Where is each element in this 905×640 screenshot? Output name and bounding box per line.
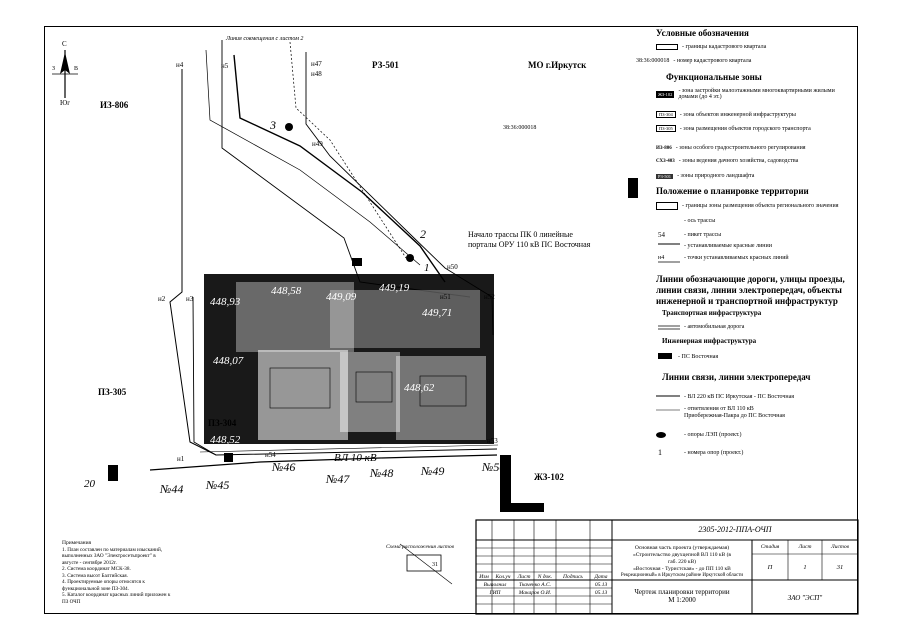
zone-zh3102: ЖЗ-102 bbox=[534, 472, 564, 482]
power-line-branch bbox=[205, 49, 421, 266]
height-label: 448,52 bbox=[210, 434, 241, 446]
organization: ЗАО "ЭСП" bbox=[787, 594, 823, 602]
sheet-scheme bbox=[399, 543, 453, 585]
node-label: н49 bbox=[312, 140, 323, 148]
legend: Условные обозначения - границы кадастров… bbox=[636, 28, 845, 457]
compass-icon bbox=[52, 50, 78, 98]
node-label: н48 bbox=[311, 70, 322, 78]
zone-iz806: ИЗ-806 bbox=[100, 100, 129, 110]
tower-number: 3 bbox=[270, 118, 276, 132]
power-line-branch-2 bbox=[289, 41, 407, 259]
notes: Примечания 1. План составлен по материал… bbox=[62, 540, 171, 605]
cadastral-number: 38:36:000018 bbox=[503, 125, 537, 131]
node-label: н4 bbox=[176, 61, 184, 69]
tower-number: 2 bbox=[420, 227, 426, 241]
red-line-boundary-4 bbox=[192, 296, 217, 456]
corner-number: 20 bbox=[84, 478, 95, 490]
tower-icon bbox=[285, 123, 293, 131]
compass-s: Юг bbox=[60, 99, 71, 107]
zone-rz501: РЗ-501 bbox=[372, 60, 399, 70]
tower-icon bbox=[656, 432, 666, 438]
node-label: н2 bbox=[158, 295, 166, 303]
plan-title: Положение о планировке территории bbox=[656, 186, 809, 196]
compass-e: В bbox=[74, 66, 79, 72]
scheme-num: 31 bbox=[432, 562, 438, 568]
height-label: 449,71 bbox=[422, 307, 453, 319]
start-note-2: порталы ОРУ 110 кВ ПС Восточная bbox=[468, 240, 591, 249]
drawing-name: Чертеж планировки территории М 1:2000 bbox=[634, 588, 730, 605]
compass-n: С bbox=[62, 40, 67, 48]
height-label: 448,62 bbox=[404, 382, 435, 394]
zone-pz304: ПЗ-304 bbox=[208, 418, 237, 428]
node-label: н53 bbox=[487, 437, 498, 445]
picket-label: №50 bbox=[482, 460, 506, 474]
tower-icon bbox=[406, 254, 414, 262]
tower-number: 1 bbox=[424, 262, 430, 274]
project-description: Основная часть проекта (утверждаемая) «С… bbox=[620, 545, 744, 578]
power-line-10kv bbox=[149, 454, 498, 471]
zone-mo: МО г.Иркутск bbox=[528, 60, 587, 70]
zone-pz305: ПЗ-305 bbox=[98, 387, 127, 397]
node-label: н5 bbox=[221, 62, 229, 70]
picket-label: №44 bbox=[160, 482, 184, 496]
node-label: н52 bbox=[484, 293, 495, 301]
node-label: н54 bbox=[265, 451, 276, 459]
picket-label: №49 bbox=[421, 464, 445, 478]
substation-area bbox=[204, 274, 494, 444]
height-label: 448,93 bbox=[210, 296, 241, 308]
scheme-title: Схема расположения листов bbox=[386, 544, 455, 550]
height-label: 448,07 bbox=[213, 355, 244, 367]
start-note-1: Начало трассы ПК 0 линейные bbox=[468, 230, 573, 239]
func-zones-title: Функциональные зоны bbox=[666, 72, 762, 82]
picket-label: №45 bbox=[206, 478, 230, 492]
compass-w: З bbox=[52, 66, 56, 72]
picket-label: №46 bbox=[272, 460, 296, 474]
picket-label: №48 bbox=[370, 466, 394, 480]
drawing-frame bbox=[44, 26, 858, 614]
red-line-boundary bbox=[169, 69, 498, 456]
picket-label: №47 bbox=[326, 472, 350, 486]
height-label: 449,09 bbox=[326, 291, 357, 303]
node-label: н50 bbox=[447, 263, 458, 271]
height-label: 448,58 bbox=[271, 285, 302, 297]
node-label: н51 bbox=[440, 293, 451, 301]
link-line-label: Линия совмещения с листом 2 bbox=[226, 36, 304, 42]
project-code: 2305-2012-ППА-ОЧП bbox=[698, 525, 772, 534]
node-label: н47 bbox=[311, 60, 322, 68]
legend-title: Условные обозначения bbox=[656, 28, 749, 38]
node-label: н3 bbox=[186, 295, 194, 303]
height-label: 449,19 bbox=[379, 282, 410, 294]
power-line-220 bbox=[233, 54, 446, 283]
node-label: н1 bbox=[177, 455, 185, 463]
line-label-10kv: ВЛ 10 кВ bbox=[334, 452, 377, 464]
